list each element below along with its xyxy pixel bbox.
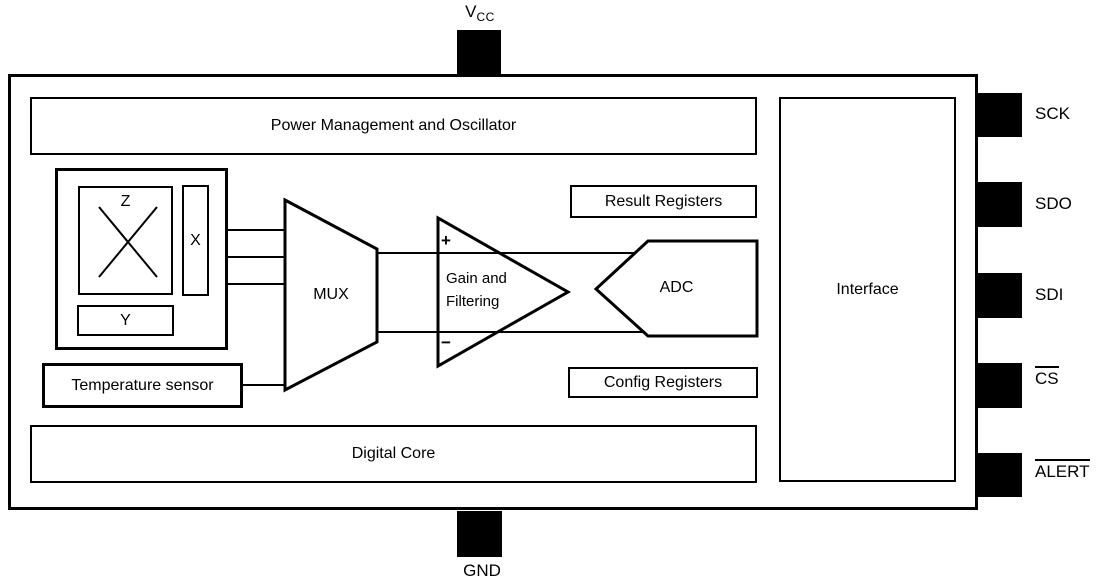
- chip-outline: [8, 74, 978, 510]
- sck-pin-label: SCK: [1035, 104, 1070, 123]
- power-management-label: Power Management and Oscillator: [270, 117, 517, 134]
- sdi-pin: [978, 273, 1022, 318]
- gain-label: Gain and Filtering: [446, 270, 507, 311]
- sensor-z-box: Z: [78, 186, 173, 295]
- sck-pin: [978, 93, 1022, 137]
- mux-shape: [283, 197, 379, 393]
- temperature-sensor-block: Temperature sensor: [42, 363, 243, 408]
- adc-label: ADC: [659, 279, 694, 296]
- gain-triangle-shape: [436, 215, 572, 369]
- alert-active-low-label: ALERT: [1035, 459, 1090, 481]
- sensor-y-box: Y: [77, 305, 174, 336]
- cs-active-low-label: CS: [1035, 366, 1059, 388]
- temperature-sensor-label: Temperature sensor: [71, 376, 214, 394]
- vcc-pin-label: VCC: [450, 2, 510, 24]
- power-management-block: Power Management and Oscillator: [30, 97, 757, 155]
- result-registers-block: Result Registers: [570, 185, 757, 218]
- vcc-subscript: CC: [476, 10, 495, 24]
- config-registers-block: Config Registers: [568, 367, 758, 398]
- gain-minus-sign: −: [441, 333, 451, 352]
- result-registers-label: Result Registers: [604, 192, 723, 210]
- adc-shape: [593, 239, 759, 338]
- sensor-x-label: X: [190, 231, 201, 249]
- digital-core-label: Digital Core: [351, 445, 436, 462]
- cs-pin: [978, 363, 1022, 408]
- alert-pin-label: ALERT: [1035, 459, 1090, 482]
- alert-pin: [978, 453, 1022, 497]
- sensor-x-box: X: [182, 185, 209, 296]
- gnd-pin-label: GND: [463, 561, 501, 580]
- config-registers-label: Config Registers: [603, 373, 723, 391]
- vcc-pin: [457, 30, 501, 74]
- sensor-y-label: Y: [120, 311, 131, 329]
- digital-core-block: Digital Core: [30, 425, 757, 483]
- gain-plus-sign: +: [441, 231, 451, 250]
- cs-pin-label: CS: [1035, 366, 1059, 389]
- interface-block: Interface: [779, 97, 956, 482]
- z-cross-line-2: [98, 206, 158, 278]
- sdo-pin: [978, 182, 1022, 227]
- sensor-z-label: Z: [120, 193, 131, 210]
- interface-label: Interface: [836, 280, 899, 298]
- sensor-block: [55, 168, 228, 350]
- gnd-pin: [457, 511, 502, 557]
- sdo-pin-label: SDO: [1035, 194, 1072, 213]
- sdi-pin-label: SDI: [1035, 285, 1064, 304]
- mux-label: MUX: [313, 286, 349, 303]
- vcc-main: V: [465, 2, 477, 21]
